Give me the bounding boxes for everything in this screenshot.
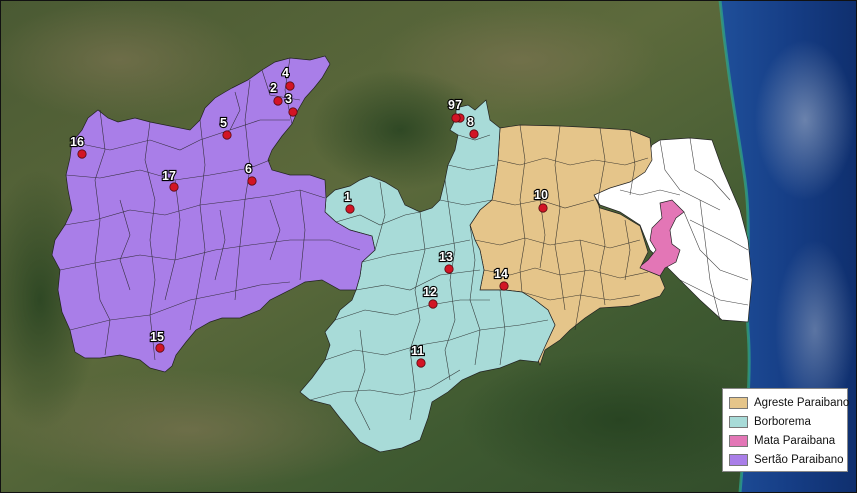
region-borborema <box>299 99 556 453</box>
point-marker-2 <box>273 96 283 106</box>
legend-swatch <box>729 434 748 447</box>
region-mata-paraibana <box>637 199 685 277</box>
point-label-15: 15 <box>150 330 164 344</box>
point-marker-16 <box>77 149 87 159</box>
point-label-1: 1 <box>344 190 351 204</box>
point-marker-3 <box>288 107 298 117</box>
point-marker-10 <box>538 203 548 213</box>
point-label-12: 12 <box>423 285 437 299</box>
point-marker-15 <box>155 343 165 353</box>
point-label-3: 3 <box>285 92 292 106</box>
legend-label: Sertão Paraibano <box>754 453 844 466</box>
point-marker-6 <box>247 176 257 186</box>
municipality-borders <box>59 57 749 431</box>
point-marker-8 <box>469 129 479 139</box>
point-label-5: 5 <box>220 116 227 130</box>
cloud-patch <box>775 240 855 420</box>
point-label-7: 7 <box>455 98 462 112</box>
point-label-13: 13 <box>439 250 453 264</box>
legend-item-borborema: Borborema <box>729 412 841 431</box>
point-label-9: 9 <box>448 98 455 112</box>
point-label-4: 4 <box>282 66 289 80</box>
point-label-8: 8 <box>467 115 474 129</box>
point-marker-1 <box>345 204 355 214</box>
point-label-11: 11 <box>411 344 424 358</box>
point-marker-12 <box>428 299 438 309</box>
terrain-patch <box>0 370 390 490</box>
point-label-6: 6 <box>245 162 252 176</box>
legend-label: Agreste Paraibano <box>754 396 850 409</box>
legend-item-mata: Mata Paraibana <box>729 431 841 450</box>
legend-swatch <box>729 453 748 466</box>
terrain-patch <box>310 70 490 190</box>
point-marker-5 <box>222 130 232 140</box>
legend-item-agreste: Agreste Paraibano <box>729 393 849 412</box>
point-marker-11 <box>416 358 426 368</box>
terrain-patch <box>0 0 250 120</box>
point-marker-4 <box>285 81 295 91</box>
legend-swatch <box>729 396 748 409</box>
terrain-patch <box>460 350 780 490</box>
point-marker-9 <box>451 113 461 123</box>
point-label-10: 10 <box>534 188 548 202</box>
legend-swatch <box>729 415 748 428</box>
point-marker-13 <box>444 264 454 274</box>
map-legend: Agreste Paraibano Borborema Mata Paraiba… <box>722 388 849 472</box>
cloud-patch <box>755 40 855 200</box>
point-label-17: 17 <box>162 169 176 183</box>
point-label-16: 16 <box>70 135 84 149</box>
point-label-14: 14 <box>494 267 508 281</box>
point-marker-14 <box>499 281 509 291</box>
point-label-2: 2 <box>270 81 277 95</box>
region-sertao-paraibano <box>51 55 376 373</box>
point-marker-17 <box>169 182 179 192</box>
legend-label: Mata Paraibana <box>754 434 836 447</box>
legend-item-sertao: Sertão Paraibano <box>729 450 844 469</box>
legend-label: Borborema <box>754 415 811 428</box>
